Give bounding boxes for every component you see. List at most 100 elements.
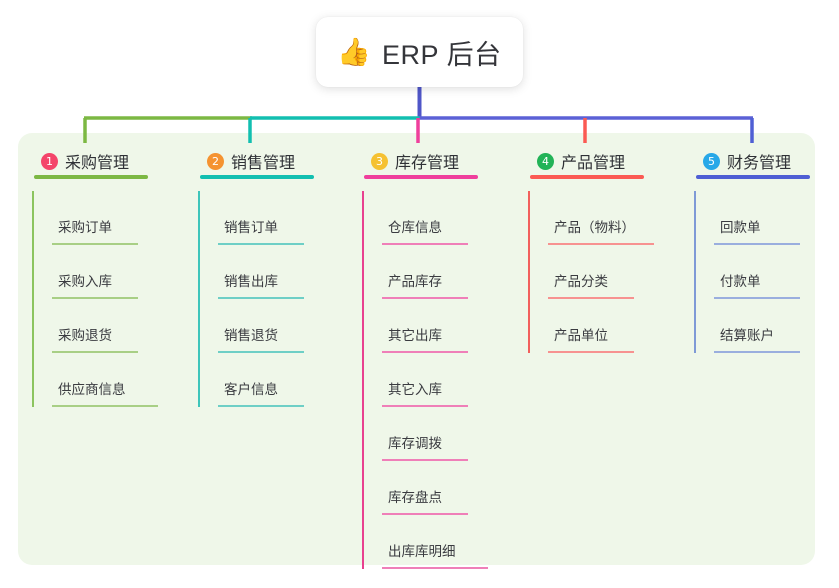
leaf-underline	[382, 459, 468, 461]
column-underline-1	[34, 175, 148, 179]
column-4: 4 产品管理产品（物料） 产品分类产品单位	[528, 145, 678, 353]
leaf-underline	[52, 243, 138, 245]
column-underline-4	[530, 175, 644, 179]
leaf-underline	[52, 351, 138, 353]
leaf-underline	[218, 297, 304, 299]
column-header-4[interactable]: 4 产品管理	[528, 145, 678, 179]
leaf-label: 库存盘点	[388, 490, 442, 505]
leaf-item[interactable]: 其它入库	[382, 353, 512, 407]
column-badge-2: 2	[207, 152, 224, 170]
leaf-item[interactable]: 销售退货	[218, 299, 348, 353]
leaf-label: 采购入库	[58, 274, 112, 289]
leaf-label: 产品单位	[554, 328, 608, 343]
leaf-underline	[218, 351, 304, 353]
column-underline-5	[696, 175, 810, 179]
column-3: 3 库存管理仓库信息产品库存其它出库其它入库库存调拨库存盘点出库库明细	[362, 145, 512, 569]
leaf-item[interactable]: 供应商信息	[52, 353, 182, 407]
leaf-underline	[382, 567, 488, 569]
column-badge-3: 3	[371, 152, 388, 170]
column-spine-2	[198, 191, 200, 407]
column-spine-1	[32, 191, 34, 407]
leaf-item[interactable]: 产品单位	[548, 299, 678, 353]
leaf-underline	[382, 297, 468, 299]
leaf-underline	[548, 243, 654, 245]
column-spine-5	[694, 191, 696, 353]
leaf-underline	[382, 405, 468, 407]
column-badge-4: 4	[537, 152, 554, 170]
leaf-underline	[52, 405, 158, 407]
leaf-label: 产品（物料）	[554, 220, 635, 235]
leaf-label: 客户信息	[224, 382, 278, 397]
column-items-2: 销售订单销售出库销售退货客户信息	[198, 191, 348, 407]
leaf-underline	[52, 297, 138, 299]
column-underline-3	[364, 175, 478, 179]
column-title-4: 产品管理	[561, 155, 626, 172]
leaf-label: 销售订单	[224, 220, 278, 235]
leaf-item[interactable]: 库存调拨	[382, 407, 512, 461]
leaf-item[interactable]: 库存盘点	[382, 461, 512, 515]
column-badge-5: 5	[703, 152, 720, 170]
leaf-underline	[714, 297, 800, 299]
leaf-item[interactable]: 采购入库	[52, 245, 182, 299]
leaf-label: 库存调拨	[388, 436, 442, 451]
leaf-underline	[714, 243, 800, 245]
leaf-item[interactable]: 其它出库	[382, 299, 512, 353]
column-items-4: 产品（物料） 产品分类产品单位	[528, 191, 678, 353]
leaf-item[interactable]: 销售订单	[218, 191, 348, 245]
column-items-1: 采购订单采购入库采购退货供应商信息	[32, 191, 182, 407]
leaf-underline	[548, 297, 634, 299]
column-title-5: 财务管理	[727, 155, 792, 172]
leaf-item[interactable]: 出库库明细	[382, 515, 512, 569]
leaf-underline	[714, 351, 800, 353]
diagram-board	[18, 133, 815, 565]
leaf-label: 仓库信息	[388, 220, 442, 235]
column-5: 5 财务管理回款单付款单结算账户	[694, 145, 839, 353]
leaf-item[interactable]: 付款单	[714, 245, 839, 299]
leaf-item[interactable]: 销售出库	[218, 245, 348, 299]
leaf-underline	[382, 243, 468, 245]
leaf-label: 供应商信息	[58, 382, 126, 397]
column-items-3: 仓库信息产品库存其它出库其它入库库存调拨库存盘点出库库明细	[362, 191, 512, 569]
leaf-item[interactable]: 产品分类	[548, 245, 678, 299]
column-header-3[interactable]: 3 库存管理	[362, 145, 512, 179]
leaf-label: 出库库明细	[388, 544, 456, 559]
column-2: 2 销售管理销售订单销售出库销售退货客户信息	[198, 145, 348, 407]
leaf-label: 其它出库	[388, 328, 442, 343]
leaf-label: 回款单	[720, 220, 761, 235]
leaf-underline	[548, 351, 634, 353]
leaf-label: 销售出库	[224, 274, 278, 289]
leaf-item[interactable]: 结算账户	[714, 299, 839, 353]
thumbs-up-icon: 👍	[337, 36, 372, 67]
leaf-item[interactable]: 客户信息	[218, 353, 348, 407]
root-title: ERP 后台	[382, 39, 502, 70]
leaf-item[interactable]: 仓库信息	[382, 191, 512, 245]
column-spine-3	[362, 191, 364, 569]
leaf-underline	[382, 351, 468, 353]
leaf-label: 其它入库	[388, 382, 442, 397]
column-title-3: 库存管理	[395, 155, 460, 172]
leaf-label: 结算账户	[720, 328, 774, 343]
leaf-label: 采购退货	[58, 328, 112, 343]
column-items-5: 回款单付款单结算账户	[694, 191, 839, 353]
leaf-label: 销售退货	[224, 328, 278, 343]
column-header-2[interactable]: 2 销售管理	[198, 145, 348, 179]
leaf-item[interactable]: 回款单	[714, 191, 839, 245]
leaf-label: 采购订单	[58, 220, 112, 235]
leaf-item[interactable]: 采购退货	[52, 299, 182, 353]
leaf-item[interactable]: 采购订单	[52, 191, 182, 245]
column-title-2: 销售管理	[231, 155, 296, 172]
column-badge-1: 1	[41, 152, 58, 170]
leaf-label: 付款单	[720, 274, 761, 289]
column-spine-4	[528, 191, 530, 353]
root-node[interactable]: 👍 ERP 后台	[316, 17, 523, 87]
leaf-underline	[382, 513, 468, 515]
leaf-label: 产品分类	[554, 274, 608, 289]
column-header-5[interactable]: 5 财务管理	[694, 145, 839, 179]
leaf-item[interactable]: 产品库存	[382, 245, 512, 299]
leaf-underline	[218, 405, 304, 407]
leaf-item[interactable]: 产品（物料）	[548, 191, 678, 245]
leaf-label: 产品库存	[388, 274, 442, 289]
